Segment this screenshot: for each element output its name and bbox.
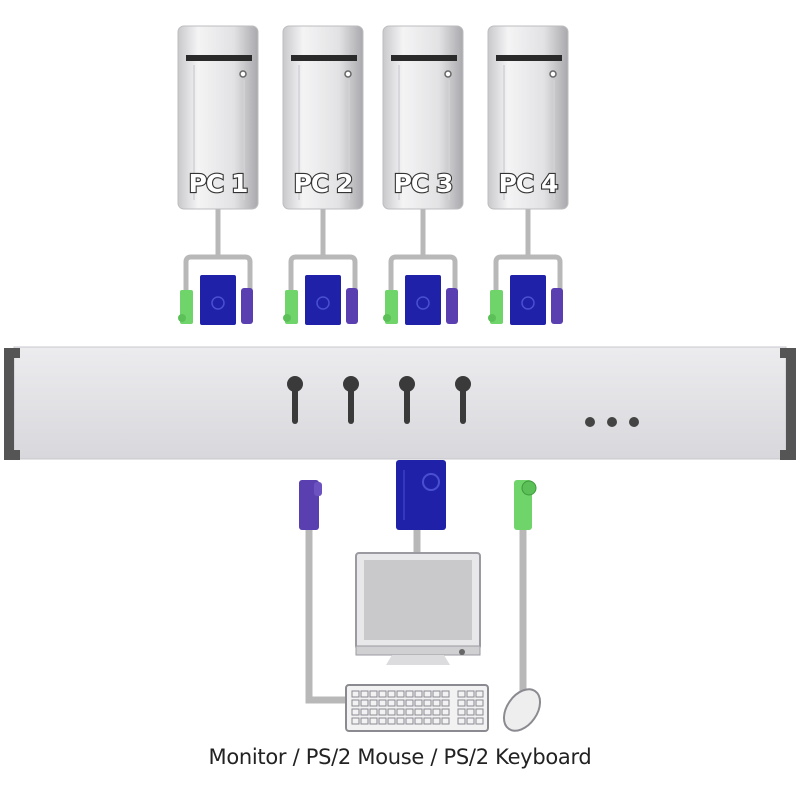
more-ports-indicator	[585, 417, 639, 427]
pc-4: PC 4	[487, 25, 569, 325]
ps2-green-connector	[283, 290, 298, 324]
computers-group: PC 1 PC 2 PC 3 PC 4	[177, 25, 569, 325]
ps2-purple-connector	[299, 480, 322, 530]
ps2-green-connector	[383, 290, 398, 324]
port-indicator-4	[455, 376, 471, 424]
ps2-purple-connector	[446, 288, 458, 324]
right-bracket	[780, 348, 796, 460]
ps2-green-connector	[488, 290, 503, 324]
kvm-switch	[4, 346, 796, 460]
cable-split	[388, 254, 458, 295]
port-indicator-1	[287, 376, 303, 424]
pc-label: PC 4	[499, 169, 558, 198]
pc-3: PC 3	[382, 25, 464, 325]
vga-connector	[405, 275, 441, 325]
pc-tower-icon	[487, 25, 569, 210]
console-caption: Monitor / PS/2 Mouse / PS/2 Keyboard	[208, 745, 592, 769]
pc-tower-icon	[177, 25, 259, 210]
monitor-icon	[355, 552, 481, 665]
vga-connector	[305, 275, 341, 325]
vga-connector	[396, 460, 446, 530]
pc-1: PC 1	[177, 25, 259, 325]
mouse-icon	[502, 688, 542, 732]
keyboard-icon	[345, 684, 489, 732]
pc-tower-icon	[382, 25, 464, 210]
ps2-purple-connector	[551, 288, 563, 324]
keyboard-cable	[305, 530, 348, 704]
ps2-green-connector	[514, 480, 537, 530]
pc-label: PC 2	[294, 169, 353, 198]
console	[299, 460, 542, 732]
cable-split	[288, 254, 358, 295]
pc-label: PC 1	[189, 169, 248, 198]
pc-tower-icon	[282, 25, 364, 210]
vga-connector	[200, 275, 236, 325]
port-indicator-3	[399, 376, 415, 424]
pc-2: PC 2	[282, 25, 364, 325]
cable-split	[493, 254, 563, 295]
ps2-purple-connector	[346, 288, 358, 324]
ps2-green-connector	[178, 290, 193, 324]
port-indicator-2	[343, 376, 359, 424]
ps2-purple-connector	[241, 288, 253, 324]
cable-split	[183, 254, 253, 295]
pc-label: PC 3	[394, 169, 453, 198]
vga-connector	[510, 275, 546, 325]
left-bracket	[4, 348, 20, 460]
